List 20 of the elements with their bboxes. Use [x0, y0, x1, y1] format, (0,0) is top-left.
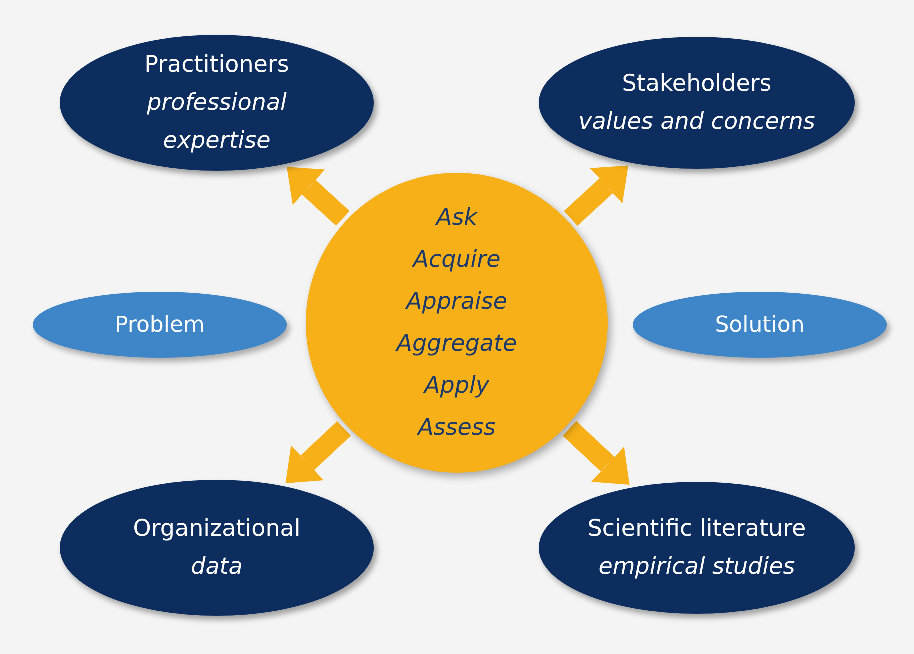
arrow — [562, 421, 630, 485]
node-subtitle: empirical studies — [598, 553, 796, 582]
node-subtitle: professional expertise — [146, 89, 288, 156]
step-label: Assess — [418, 414, 496, 443]
step-label: Ask — [436, 204, 478, 233]
arrow — [287, 167, 350, 226]
node-title: Solution — [715, 312, 805, 338]
arrow — [564, 166, 629, 226]
node-title: Scientific literature — [588, 515, 806, 544]
step-label: Aggregate — [396, 330, 518, 359]
node-title: Organizational — [133, 515, 301, 544]
node-title: Problem — [115, 312, 205, 338]
node-title: Stakeholders — [622, 70, 772, 99]
node-subtitle: values and concerns — [578, 108, 816, 137]
node-subtitle: data — [191, 553, 243, 582]
node-title: Practitioners — [144, 51, 290, 80]
step-label: Appraise — [406, 288, 508, 317]
arrow — [286, 421, 352, 484]
step-label: Acquire — [413, 246, 501, 275]
step-label: Apply — [424, 372, 490, 401]
